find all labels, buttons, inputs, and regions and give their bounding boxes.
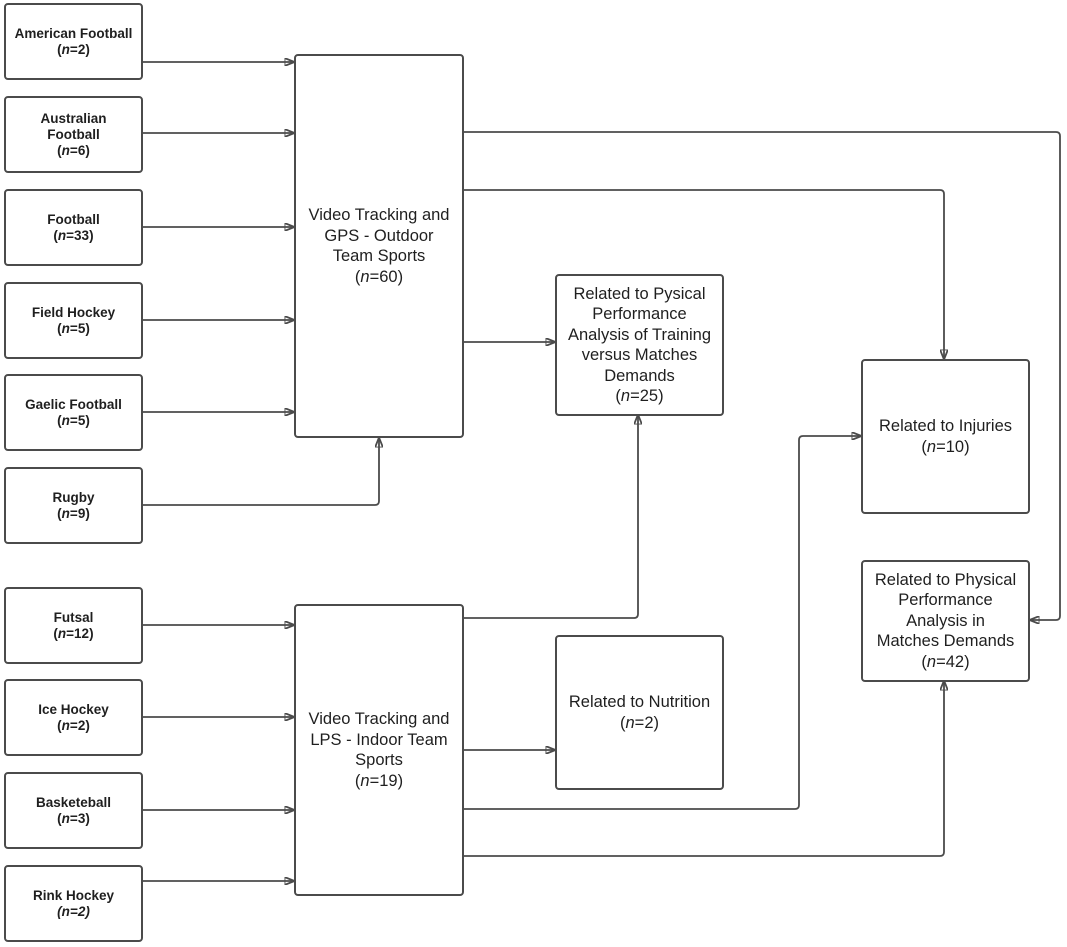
group-box-indoor: Video Tracking and LPS - Indoor Team Spo… (294, 604, 464, 896)
sport-count-ice-hockey: (n=2) (57, 717, 90, 733)
sport-label-basketball: Basketeball (35, 794, 112, 810)
group-label-indoor-line-1: Video Tracking and (308, 710, 450, 728)
group-label-outdoor-line-2: GPS - Outdoor (324, 226, 434, 245)
arrow-outdoor-to-match-demands (462, 131, 1061, 620)
group-count-indoor: (n=19) (354, 771, 404, 790)
outcome-label-training-vs-matches-line-3: Analysis of Training (567, 325, 712, 344)
outcome-count-injuries: (n=10) (921, 437, 970, 456)
group-label-indoor-line-3: Sports (355, 751, 403, 769)
outcome-label-match-demands-line-4: Matches Demands (876, 632, 1015, 651)
sport-label-football: Football (47, 211, 100, 227)
outcome-label-training-vs-matches-line-4: versus Matches (581, 346, 698, 364)
sport-count-football: (n=33) (53, 227, 94, 243)
outcome-box-nutrition: Related to Nutrition (n=2) (555, 635, 724, 790)
group-count-outdoor: (n=60) (354, 267, 404, 286)
sport-label-futsal: Futsal (53, 609, 94, 625)
sport-box-basketball: Basketeball (n=3) (4, 772, 143, 849)
outcome-label-injuries: Related to Injuries (879, 417, 1012, 435)
outcome-box-match-demands: Related to Physical Performance Analysis… (861, 560, 1030, 682)
sport-box-rink-hockey: Rink Hockey (n=2) (4, 865, 143, 942)
outcome-label-nutrition: Related to Nutrition (568, 693, 711, 711)
sport-box-american-football: American Football (n=2) (4, 3, 143, 80)
outcome-count-nutrition: (n=2) (619, 713, 659, 732)
sport-label-rink-hockey: Rink Hockey (32, 887, 115, 903)
sport-count-basketball: (n=3) (57, 810, 90, 826)
outcome-label-training-vs-matches-line-5: Demands (604, 366, 675, 385)
outcome-box-injuries: Related to Injuries (n=10) (861, 359, 1030, 514)
sport-label-australian-football-line-1: Australian (40, 110, 107, 126)
group-label-outdoor-line-1: Video Tracking and (308, 206, 450, 224)
sport-count-american-football: (n=2) (57, 41, 90, 57)
outcome-label-training-vs-matches-line-2: Performance (592, 305, 687, 323)
sport-count-rink-hockey: (n=2) (57, 903, 90, 919)
outcome-label-match-demands-line-1: Related to Physical (874, 570, 1017, 589)
sport-box-ice-hockey: Ice Hockey (n=2) (4, 679, 143, 756)
sport-count-rugby: (n=9) (57, 505, 90, 521)
arrow-indoor-to-match-demands (462, 680, 944, 857)
outcome-count-match-demands: (n=42) (921, 652, 970, 671)
sport-box-rugby: Rugby (n=9) (4, 467, 143, 544)
outcome-label-match-demands-line-2: Performance (898, 591, 993, 610)
sport-box-gaelic-football: Gaelic Football (n=5) (4, 374, 143, 451)
sport-label-rugby: Rugby (52, 489, 95, 505)
arrow-indoor-to-training-vs-matches (462, 414, 638, 619)
group-label-indoor-line-2: LPS - Indoor Team (310, 730, 448, 749)
arrow-indoor-to-injuries (462, 436, 862, 810)
sport-count-gaelic-football: (n=5) (57, 412, 90, 428)
sport-count-australian-football: (n=6) (57, 142, 90, 158)
outcome-box-training-vs-matches: Related to Pysical Performance Analysis … (555, 274, 724, 416)
sport-label-ice-hockey: Ice Hockey (38, 701, 109, 717)
sport-box-football: Football (n=33) (4, 189, 143, 266)
sport-box-futsal: Futsal (n=12) (4, 587, 143, 664)
sport-label-field-hockey: Field Hockey (31, 304, 116, 320)
outcome-count-training-vs-matches: (n=25) (615, 387, 664, 405)
sport-label-australian-football-line-2: Football (47, 126, 100, 142)
outcome-label-training-vs-matches-line-1: Related to Pysical (573, 284, 706, 303)
arrow-outdoor-to-injuries (462, 189, 944, 360)
group-box-outdoor: Video Tracking and GPS - Outdoor Team Sp… (294, 54, 464, 438)
sport-box-australian-football: Australian Football (n=6) (4, 96, 143, 173)
sport-label-american-football: American Football (14, 25, 133, 41)
arrow-rugby-to-outdoor (141, 437, 379, 506)
outcome-label-match-demands-line-3: Analysis in (906, 611, 985, 630)
sport-label-gaelic-football: Gaelic Football (25, 396, 122, 412)
sport-box-field-hockey: Field Hockey (n=5) (4, 282, 143, 359)
sport-count-futsal: (n=12) (53, 625, 94, 641)
group-label-outdoor-line-3: Team Sports (332, 247, 426, 265)
sport-count-field-hockey: (n=5) (57, 320, 90, 336)
